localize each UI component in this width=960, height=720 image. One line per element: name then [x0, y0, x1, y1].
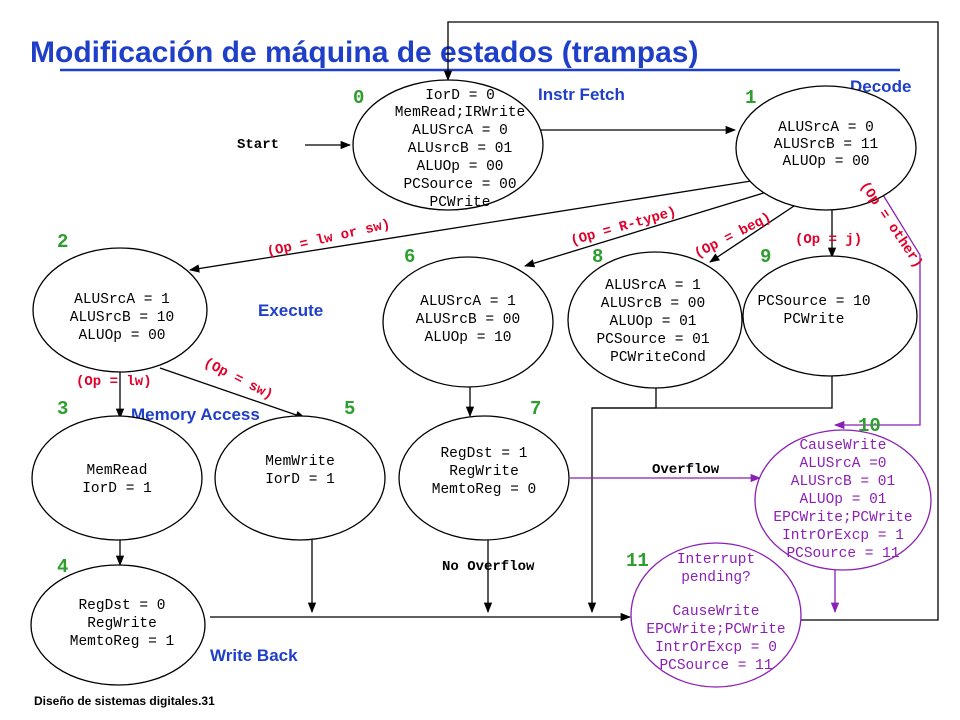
edge-1-to-2: [188, 177, 771, 273]
state-line: MemRead;IRWrite: [395, 105, 526, 121]
state-6: 6 ALUSrcA = 1 ALUSrcB = 00 ALUOp = 10: [382, 246, 554, 388]
state-line: IntrOrExcp = 0: [655, 640, 777, 656]
page-title: Modificación de máquina de estados (tram…: [30, 36, 698, 69]
state-line: Interrupt: [677, 552, 755, 568]
state-line: ALUSrcB = 11: [774, 137, 878, 153]
edge-1-to-8: [709, 201, 801, 263]
overflow-label: Overflow: [652, 462, 720, 478]
state-number: 10: [858, 415, 881, 437]
state-line: ALUSrcB = 00: [416, 312, 520, 328]
condition-r-type: (Op = R-type): [569, 204, 678, 249]
state-line: EPCWrite;PCWrite: [646, 622, 785, 638]
phase-decode: Decode: [850, 77, 911, 96]
state-line: ALUOp = 01: [609, 314, 696, 330]
state-line: IntrOrExcp = 1: [782, 528, 904, 544]
state-line: PCSource = 00: [403, 177, 516, 193]
state-line: ALUSrcB = 01: [791, 474, 895, 490]
phase-instr-fetch: Instr Fetch: [538, 85, 625, 104]
state-line: PCWrite: [430, 195, 491, 211]
state-line: ALUSrcB = 10: [70, 310, 174, 326]
state-8: 8 ALUSrcA = 1 ALUSrcB = 00 ALUOp = 01 PC…: [567, 246, 743, 389]
state-line: ALUOp = 00: [782, 154, 869, 170]
state-number: 11: [626, 550, 649, 572]
state-line: ALUSrcA =0: [799, 456, 886, 472]
start-label: Start: [237, 137, 279, 153]
state-number: 0: [353, 87, 364, 109]
state-line: PCWrite: [784, 312, 845, 328]
state-line: MemtoReg = 1: [70, 634, 174, 650]
footer-text: Diseño de sistemas digitales.31: [34, 694, 215, 708]
state-line: MemtoReg = 0: [432, 482, 536, 498]
state-line: ALUSrcA = 0: [412, 123, 508, 139]
condition-sw: (Op = sw): [201, 355, 276, 404]
state-2: 2 ALUSrcA = 1 ALUSrcB = 10 ALUOp = 00: [32, 231, 208, 373]
state-number: 2: [57, 231, 68, 253]
state-line: RegWrite: [87, 616, 157, 632]
state-line: MemRead: [87, 463, 148, 479]
edge-9-to-loop: [592, 376, 833, 409]
state-line: CauseWrite: [799, 438, 886, 454]
condition-lw: (Op = lw): [76, 374, 152, 390]
state-line: ALUSrcA = 1: [74, 292, 170, 308]
state-line: ALUSrcB = 00: [601, 296, 705, 312]
edge-1-other-to-10: [833, 189, 921, 430]
state-line: IorD = 1: [265, 472, 335, 488]
state-number: 1: [745, 87, 756, 109]
state-line: MemWrite: [265, 454, 335, 470]
state-1: 1 ALUSrcA = 0 ALUSrcB = 11 ALUOp = 00: [735, 85, 917, 211]
state-7: 7 RegDst = 1 RegWrite MemtoReg = 0: [398, 398, 570, 541]
phase-write-back: Write Back: [210, 646, 298, 665]
state-line: RegDst = 0: [78, 598, 165, 614]
condition-j: (Op = j): [795, 232, 862, 248]
no-overflow-label: No Overflow: [442, 559, 535, 575]
state-number: 9: [760, 246, 771, 268]
condition-lw-or-sw: (Op = lw or sw): [266, 217, 392, 261]
state-line: EPCWrite;PCWrite: [773, 510, 912, 526]
state-line: IorD = 1: [82, 481, 152, 497]
state-line: PCSource = 11: [659, 658, 772, 674]
state-line: PCSource = 01: [596, 332, 709, 348]
state-line: ALUsrcB = 01: [408, 141, 512, 157]
state-number: 7: [530, 398, 541, 420]
state-11: 11 Interrupt pending? CauseWrite EPCWrit…: [626, 542, 802, 688]
state-4: 4 RegDst = 0 RegWrite MemtoReg = 1: [30, 556, 206, 686]
state-9: 9 PCSource = 10 PCWrite: [742, 246, 918, 377]
state-line: ALUSrcA = 0: [778, 120, 874, 136]
state-line: PCWriteCond: [610, 350, 706, 366]
state-line: ALUOp = 00: [78, 328, 165, 344]
state-line: PCSource = 10: [757, 294, 870, 310]
edge-1-to-6: [524, 187, 781, 268]
transitions: [115, 21, 939, 622]
state-line: ALUOp = 01: [799, 492, 886, 508]
state-5: 5 MemWrite IorD = 1: [214, 398, 386, 541]
state-number: 5: [344, 398, 355, 420]
state-line: ALUSrcA = 1: [605, 278, 701, 294]
condition-other: (Op = other): [856, 179, 926, 272]
state-number: 3: [57, 398, 68, 420]
phase-execute: Execute: [258, 301, 323, 320]
state-line: ALUOp = 00: [416, 159, 503, 175]
state-10: 10 CauseWrite ALUSrcA =0 ALUSrcB = 01 AL…: [754, 415, 932, 571]
state-number: 8: [592, 246, 603, 268]
state-line: pending?: [681, 570, 751, 586]
phase-memory-access: Memory Access: [131, 405, 260, 424]
edge-2-to-5: [159, 367, 306, 419]
state-line: ALUSrcA = 1: [420, 294, 516, 310]
state-line: RegDst = 1: [440, 446, 527, 462]
state-line: ALUOp = 10: [424, 330, 511, 346]
state-0: 0 IorD = 0 MemRead;IRWrite ALUSrcA = 0 A…: [352, 79, 544, 211]
state-line: CauseWrite: [672, 604, 759, 620]
state-line: IorD = 0: [425, 88, 495, 104]
state-3: 3 MemRead IorD = 1: [31, 398, 203, 541]
state-line: RegWrite: [449, 464, 519, 480]
state-number: 6: [404, 246, 415, 268]
state-number: 4: [57, 556, 68, 578]
state-line: PCSource = 11: [786, 546, 899, 562]
edge-return-to-fetch: [443, 21, 939, 621]
